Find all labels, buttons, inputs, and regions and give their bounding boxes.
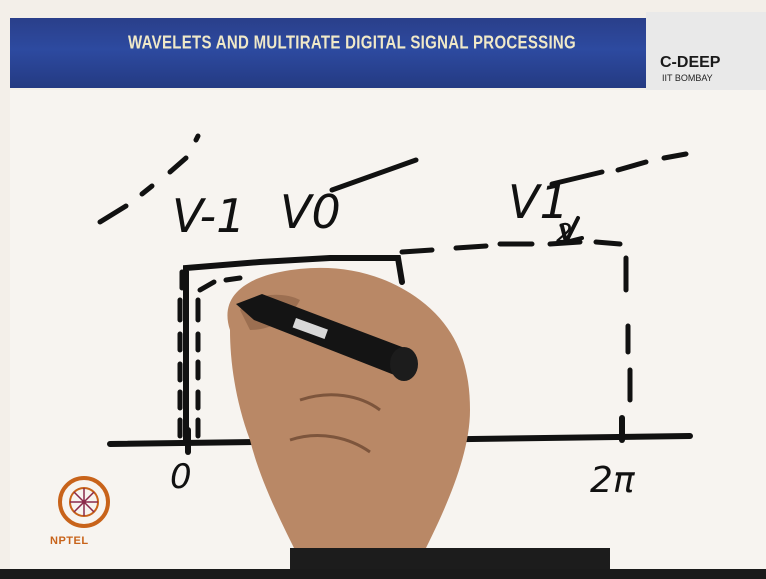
v1-box-top [402,242,620,252]
label-v-minus-1: V-1 [172,189,245,243]
label-v0: V0 [280,185,341,239]
v0-continuation [332,160,416,190]
v1-box-right [626,258,630,400]
label-v1-subscript: 2 [556,219,573,249]
nptel-logo-text: NPTEL [50,535,89,547]
axis-label-zero: 0 [170,457,192,497]
v1-continuation [552,154,686,184]
bottom-strip [0,569,766,579]
axis-label-two-pi: 2π [590,460,636,501]
nptel-logo-icon [60,478,108,526]
v-minus-1-outer-dash [180,272,182,436]
